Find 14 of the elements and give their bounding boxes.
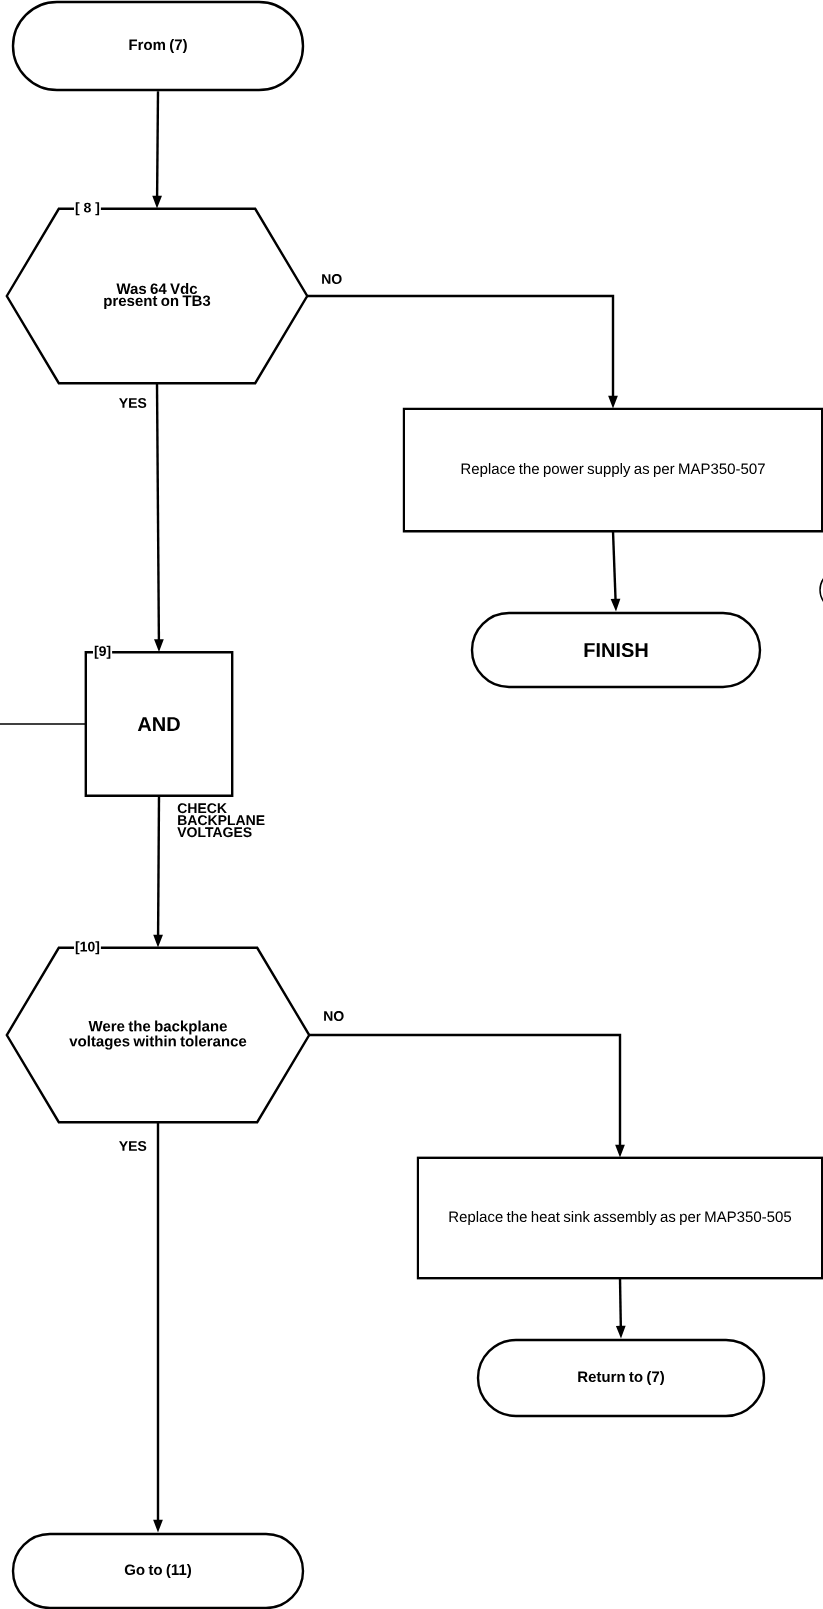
- edge-label: NO: [324, 1011, 344, 1021]
- process-box: Replace the heat sink assembly as per MAP350-505: [416, 1156, 823, 1280]
- terminator: Go to (11): [11, 1532, 305, 1609]
- terminator: Return to (7): [476, 1338, 766, 1418]
- process-box: Replace the power supply as per MAP350-507: [402, 407, 823, 533]
- edge-label: YES: [119, 398, 147, 408]
- edge-label: NO: [322, 274, 342, 284]
- decision-hexagon: Were the backplane voltages within tolerance [10]: [5, 940, 311, 1124]
- decision-hexagon: Was 64 Vdc present on TB3 [ 8 ]: [5, 201, 309, 385]
- edge-label: CHECK BACKPLANE VOLTAGES: [177, 803, 265, 838]
- terminator: From (7): [11, 0, 305, 92]
- edge-label: YES: [119, 1141, 147, 1151]
- process-box: AND [9]: [84, 644, 234, 797]
- terminator: FINISH: [470, 611, 762, 689]
